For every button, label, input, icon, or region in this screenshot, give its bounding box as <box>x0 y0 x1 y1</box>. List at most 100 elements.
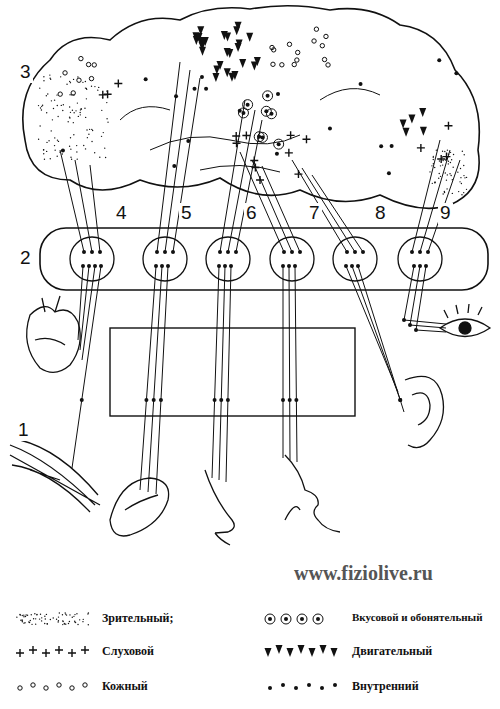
dot-symbol <box>282 250 286 254</box>
dot-symbol <box>31 624 32 625</box>
dot-symbol <box>229 264 233 268</box>
legend-entry: Зрительный; <box>100 611 175 626</box>
dot-symbol <box>361 250 365 254</box>
legend-entry: Внутренний <box>350 679 421 694</box>
dot-symbol <box>21 619 22 620</box>
dot-symbol <box>33 618 34 619</box>
dot-symbol <box>77 102 78 103</box>
callout-number: 1 <box>16 420 31 441</box>
dot-symbol <box>70 137 71 138</box>
dot-symbol <box>61 149 65 153</box>
dot-symbol <box>438 178 439 179</box>
dot-symbol <box>35 623 36 624</box>
dot-symbol <box>436 149 437 150</box>
dot-symbol <box>466 189 467 190</box>
dot-symbol <box>91 129 92 130</box>
dot-symbol <box>46 112 47 113</box>
dot-symbol <box>62 153 63 154</box>
receptor-frame <box>110 328 355 416</box>
ring-symbol <box>295 58 299 62</box>
dot-symbol <box>25 616 26 617</box>
dot-symbol <box>460 168 461 169</box>
dot-symbol <box>76 151 77 152</box>
dot-symbol <box>448 161 449 162</box>
legend-text: Внутренний <box>352 679 419 693</box>
ring-symbol <box>324 34 328 38</box>
plus-symbol <box>242 132 250 140</box>
dot-symbol <box>434 181 435 182</box>
pathway-line <box>428 160 460 252</box>
dot-symbol <box>73 122 74 123</box>
dot-symbol <box>94 152 95 153</box>
dot-symbol <box>433 159 434 160</box>
dot-symbol <box>46 142 47 143</box>
dot-symbol <box>463 165 464 166</box>
pathway-line <box>75 160 92 252</box>
dot-symbol <box>57 105 58 106</box>
dot-symbol <box>79 619 80 620</box>
dot-symbol <box>466 177 467 178</box>
dot-symbol <box>218 250 222 254</box>
dot-symbol <box>442 193 443 194</box>
dot-symbol <box>87 264 91 268</box>
dot-symbol <box>298 250 302 254</box>
dot-symbol <box>155 250 159 254</box>
ring-symbol <box>79 56 83 60</box>
dot-symbol <box>65 623 66 624</box>
dot-symbol <box>238 109 242 113</box>
dot-symbol <box>27 615 28 616</box>
dot-symbol <box>410 250 414 254</box>
plus-symbol <box>29 646 37 654</box>
dot-symbol <box>81 108 82 109</box>
double-ring-symbol <box>268 617 272 621</box>
dot-symbol <box>31 614 32 615</box>
dot-symbol <box>82 250 86 254</box>
ring-symbol <box>326 63 330 67</box>
dot-symbol <box>449 173 450 174</box>
dot-symbol <box>159 398 163 402</box>
dot-symbol <box>53 617 54 618</box>
plus-symbol <box>232 132 240 140</box>
triangle-symbol <box>254 57 261 66</box>
pathway-line <box>302 168 355 252</box>
dot-symbol <box>49 74 50 75</box>
dot-symbol <box>74 614 75 615</box>
dot-symbol <box>85 81 86 82</box>
dot-symbol <box>24 622 25 623</box>
dot-symbol <box>144 77 148 81</box>
pathway-line <box>352 266 401 402</box>
ring-symbol <box>320 44 324 48</box>
dot-symbol <box>293 264 297 268</box>
dot-symbol <box>76 145 77 146</box>
pathway-line <box>82 266 95 360</box>
dot-symbol <box>353 250 357 254</box>
double-ring-symbol <box>297 614 307 624</box>
dot-symbol <box>193 87 197 91</box>
dot-symbol <box>437 58 441 62</box>
dot-symbol <box>290 250 294 254</box>
dot-symbol <box>97 89 98 90</box>
pathway-line <box>289 266 290 460</box>
dot-symbol <box>171 250 175 254</box>
triangle-symbol <box>217 61 224 70</box>
dot-symbol <box>442 164 443 165</box>
dot-symbol <box>160 264 164 268</box>
dot-symbol <box>44 616 45 617</box>
dot-symbol <box>152 398 156 402</box>
pathway-line <box>416 266 446 332</box>
dot-symbol <box>86 89 87 90</box>
dot-symbol <box>442 151 443 152</box>
face-drawing <box>285 455 340 532</box>
legend-text: Двигательный <box>352 644 432 658</box>
double-ring-symbol <box>284 617 288 621</box>
dot-symbol <box>43 76 44 77</box>
dot-symbol <box>433 156 434 157</box>
plus-symbol <box>233 139 241 147</box>
dot-symbol <box>77 624 78 625</box>
dot-symbol <box>49 77 50 78</box>
dot-symbol <box>44 158 45 159</box>
dot-symbol <box>402 318 406 322</box>
dot-symbol <box>42 105 43 106</box>
plus-symbol <box>250 156 258 164</box>
dot-symbol <box>23 614 24 615</box>
